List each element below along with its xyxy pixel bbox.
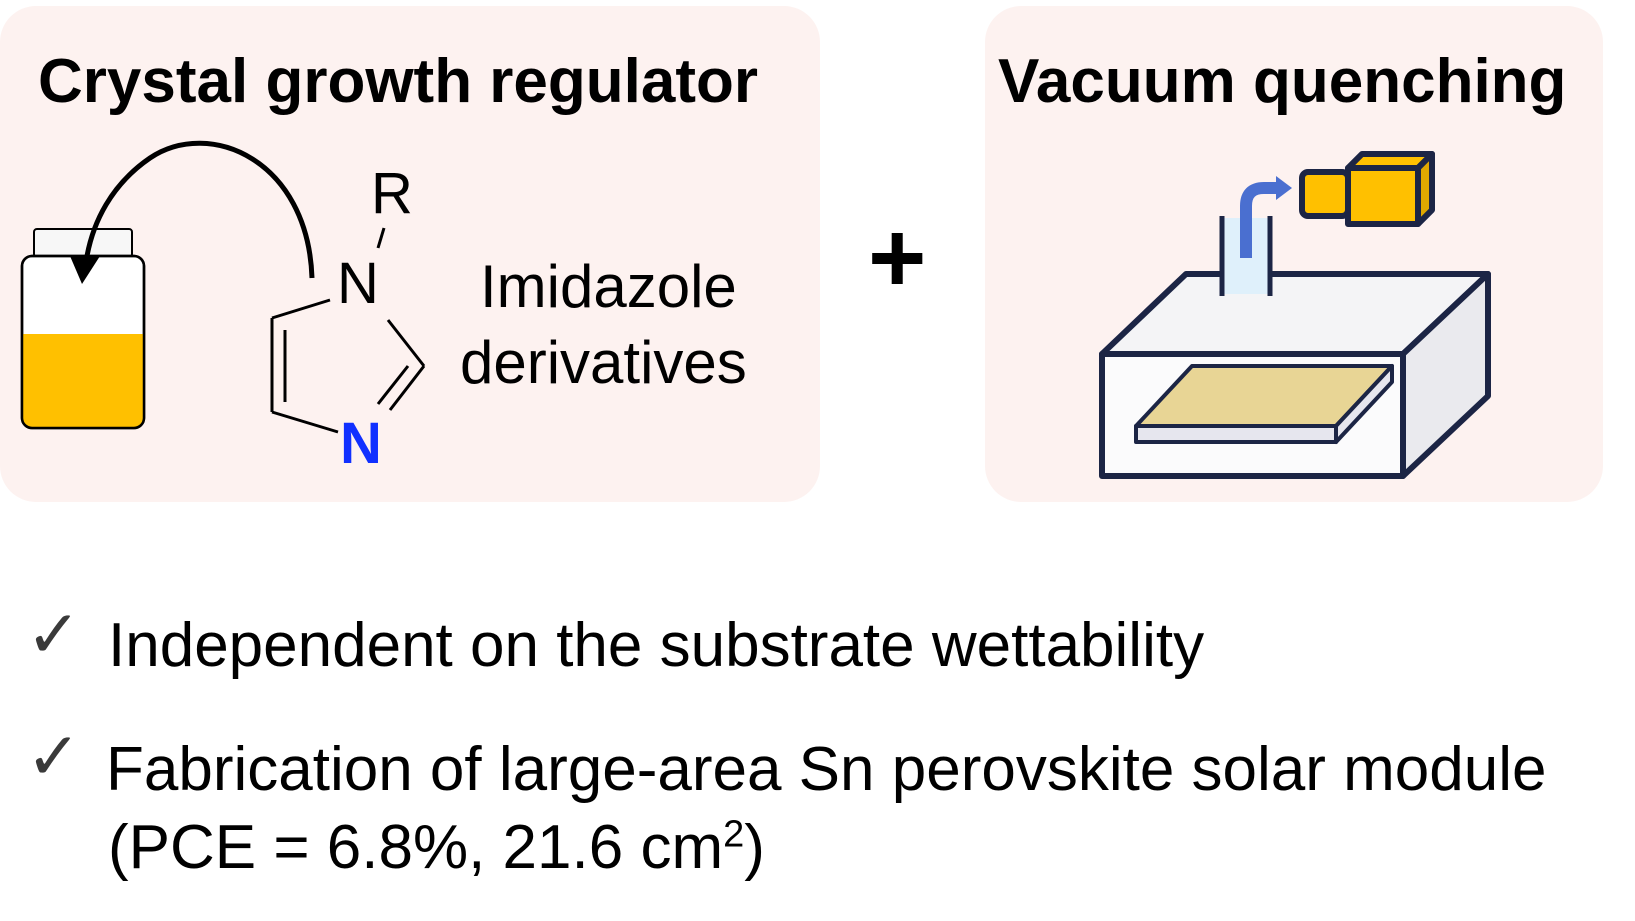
bullet-solar-module-pce: (PCE = 6.8%, 21.6 cm2)	[108, 812, 765, 883]
check-icon: ✓	[26, 596, 82, 673]
derivatives-label: derivatives	[460, 329, 747, 396]
pce-text: (PCE = 6.8%, 21.6 cm	[108, 813, 724, 882]
vacuum-pump-icon	[1299, 151, 1435, 227]
plus-sign: +	[868, 202, 927, 314]
bullet-substrate-wettability: Independent on the substrate wettability	[108, 611, 1205, 680]
pce-superscript: 2	[723, 813, 745, 856]
imidazole-label: Imidazole	[480, 253, 737, 320]
title-vacuum-quenching: Vacuum quenching	[998, 47, 1567, 116]
check-icon: ✓	[26, 718, 82, 795]
vacuum-chamber-icon	[1099, 271, 1491, 479]
pce-suffix: )	[744, 813, 765, 882]
imidazole-ring	[270, 227, 426, 434]
title-crystal-growth-regulator: Crystal growth regulator	[38, 47, 758, 116]
nitrogen-bottom-label: N	[340, 411, 382, 476]
substituent-r-label: R	[371, 161, 413, 226]
curved-arrow-icon	[70, 140, 315, 284]
nitrogen-top-label: N	[337, 251, 379, 316]
exhaust-arrow-icon	[1240, 176, 1292, 258]
bullet-solar-module: Fabrication of large-area Sn perovskite …	[106, 735, 1547, 804]
